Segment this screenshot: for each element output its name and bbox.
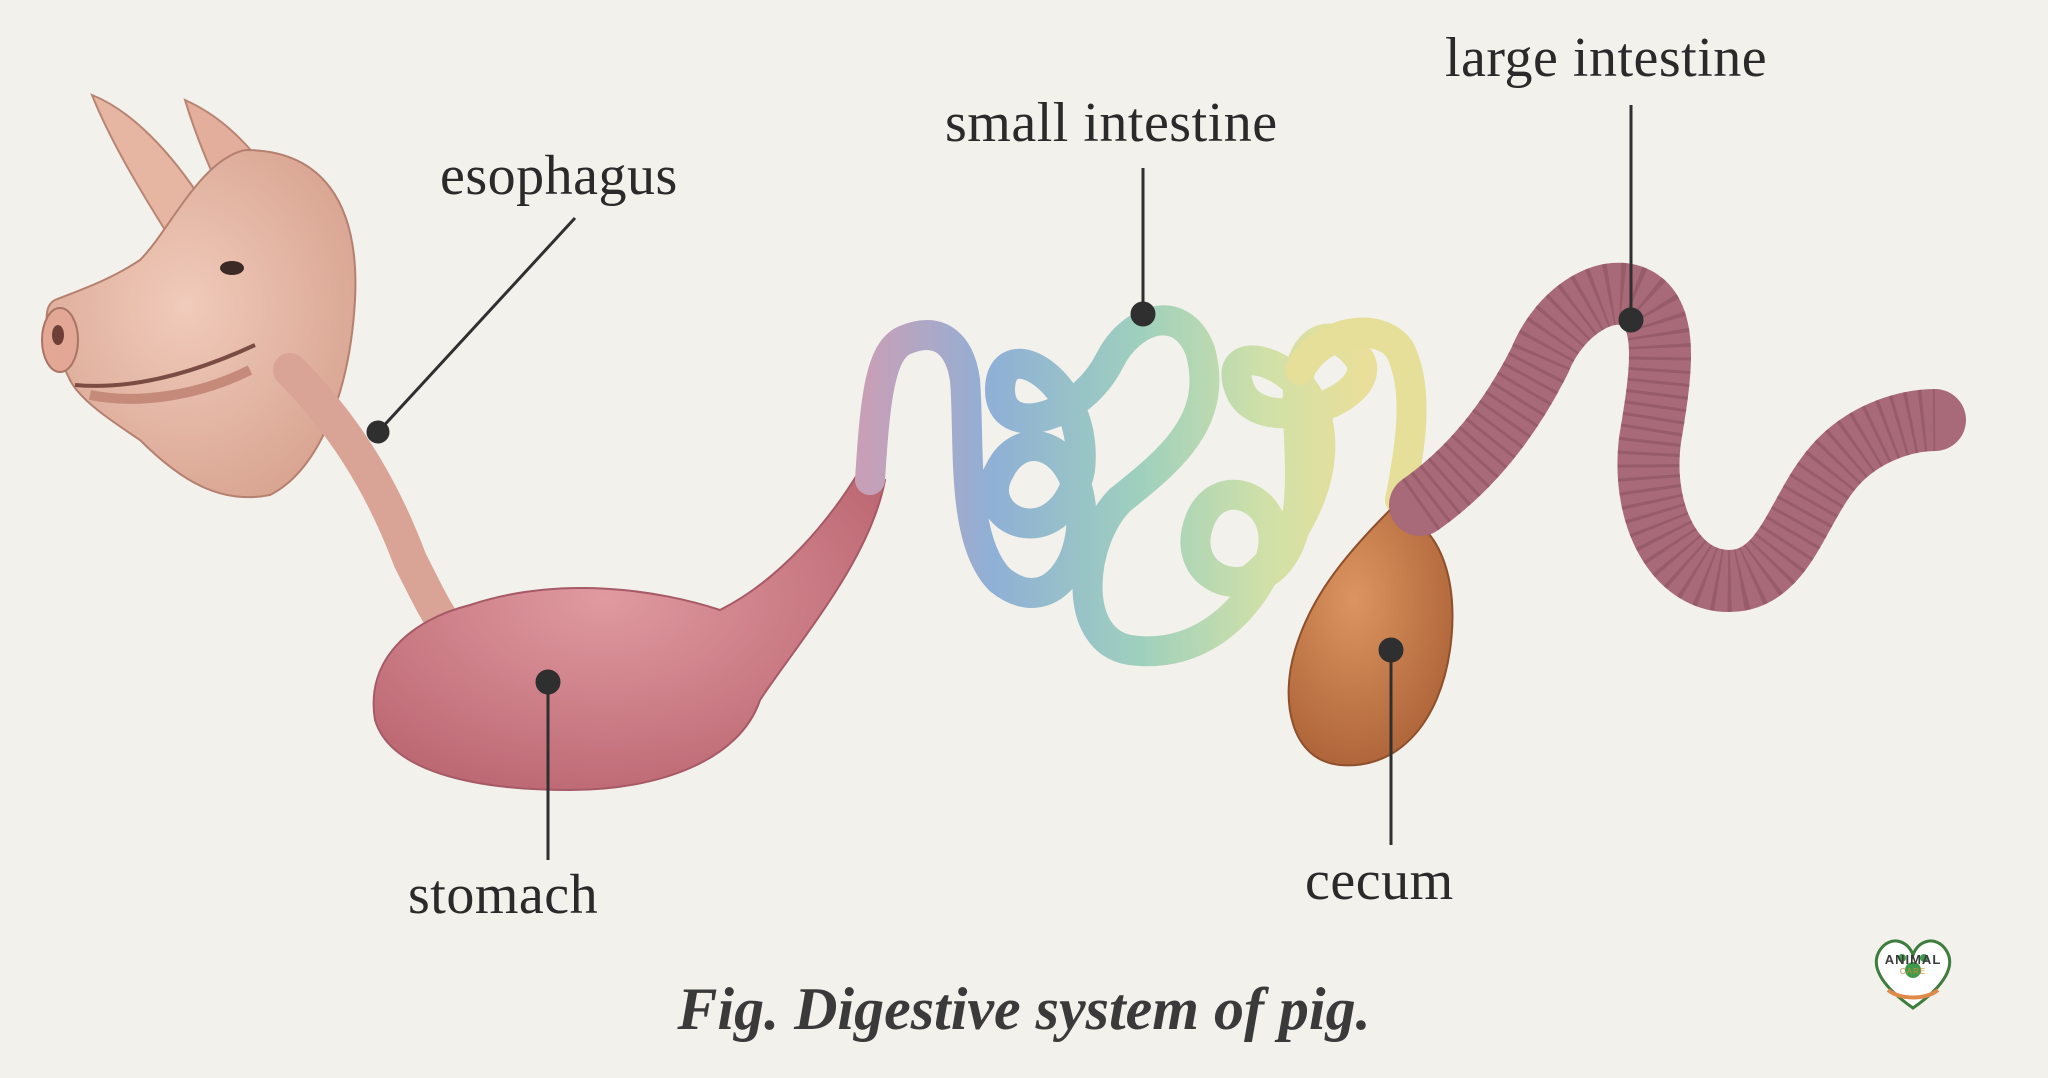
- animal-care-logo: [1874, 939, 1952, 1010]
- logo-text: ANIMAL CARE: [1858, 952, 1968, 976]
- esophagus-tube: [273, 353, 467, 647]
- label-esophagus: esophagus: [440, 145, 678, 207]
- label-small-intestine: small intestine: [945, 92, 1278, 154]
- logo-line1: ANIMAL: [1884, 952, 1942, 967]
- logo-line2: CARE: [1899, 967, 1927, 976]
- leader-lines: [366, 105, 1644, 860]
- small-intestine-coils: [855, 305, 1427, 667]
- label-stomach: stomach: [408, 864, 599, 926]
- stomach-organ: [372, 468, 887, 792]
- label-cecum: cecum: [1305, 850, 1454, 912]
- pig-head: [41, 93, 357, 499]
- large-intestine-tube: [1389, 262, 1966, 612]
- label-large-intestine: large intestine: [1445, 27, 1768, 89]
- figure-caption: Fig. Digestive system of pig.: [677, 976, 1371, 1042]
- cecum-organ: [1287, 508, 1454, 767]
